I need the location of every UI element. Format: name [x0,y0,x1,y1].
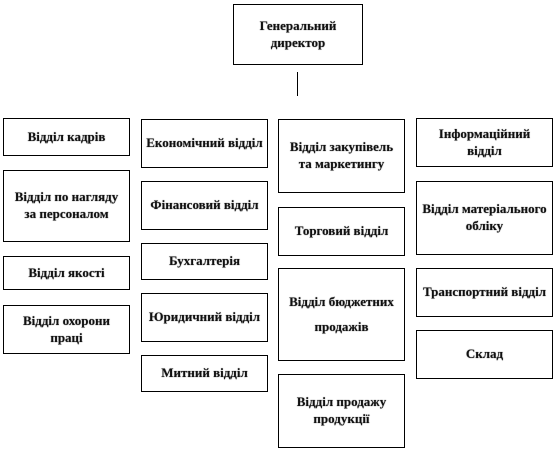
dept-information: Інформаційний відділ [416,118,553,167]
dept-label: Інформаційний відділ [438,125,531,158]
dept-label: Бухгалтерія [168,253,241,269]
dept-label: Відділ якості [28,264,105,280]
dept-budget-sales: Відділ бюджетних продажів [278,268,405,361]
dept-label: Відділ продажу продукції [296,394,387,426]
dept-label: Відділ охорони праці [23,312,110,345]
dept-hr: Відділ кадрів [3,118,130,156]
dept-label: Фінансовий відділ [150,197,259,213]
dept-product-sales: Відділ продажу продукції [278,374,405,448]
dept-label: Юридичний відділ [148,309,261,325]
dept-warehouse: Склад [416,330,553,379]
dept-customs: Митний відділ [141,355,268,392]
dept-transport: Транспортний відділ [416,268,553,317]
dept-quality: Відділ якості [3,256,130,290]
dept-label: Митний відділ [161,365,248,381]
director-box: Генеральний директор [233,4,363,65]
dept-label: Торговий відділ [294,223,389,239]
dept-economic: Економічний відділ [141,119,268,168]
dept-label: Відділ по нагляду за персоналом [14,189,119,221]
dept-label: Відділ кадрів [27,128,106,144]
director-connector-line [297,72,298,96]
dept-procurement-marketing: Відділ закупівель та маркетингу [278,119,405,193]
dept-label: Транспортний відділ [422,284,546,300]
dept-label: Відділ бюджетних продажів [289,293,394,334]
dept-label: Економічний відділ [146,135,263,151]
director-label: Генеральний директор [259,17,337,50]
dept-label: Склад [465,346,504,362]
dept-label: Відділ закупівель та маркетингу [289,139,394,171]
dept-financial: Фінансовий відділ [141,181,268,230]
dept-label: Відділ матеріального обліку [422,201,547,233]
dept-material-accounting: Відділ матеріального обліку [416,181,553,255]
dept-accounting: Бухгалтерія [141,243,268,280]
dept-trade: Торговий відділ [278,207,405,256]
dept-legal: Юридичний відділ [141,293,268,342]
dept-personnel-supervision: Відділ по нагляду за персоналом [3,170,130,242]
dept-labor-safety: Відділ охорони праці [3,305,130,354]
